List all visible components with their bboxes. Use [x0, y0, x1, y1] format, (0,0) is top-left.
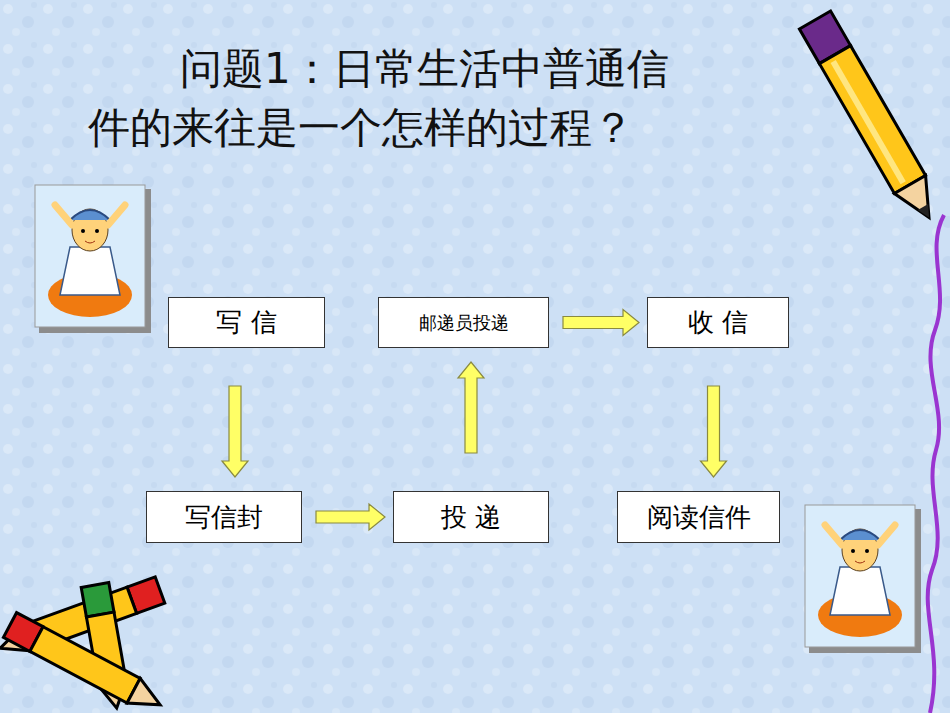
- pencil: [799, 11, 944, 226]
- block-arrow: [563, 310, 639, 336]
- title: 问题1：日常生活中普通信件的来往是一个怎样的过程？: [88, 40, 688, 158]
- block-arrow: [316, 504, 385, 530]
- box-label: 阅读信件: [647, 500, 751, 535]
- box-label: 邮递员投递: [419, 311, 509, 335]
- pencil: [3, 613, 166, 713]
- cartoon-figure: [805, 505, 921, 653]
- process-box: 邮递员投递: [378, 297, 549, 348]
- process-box: 收 信: [647, 297, 789, 348]
- process-box: 写信封: [146, 491, 302, 543]
- process-box: 写 信: [168, 297, 325, 348]
- box-label: 收 信: [688, 305, 748, 340]
- cartoon-figure: [35, 185, 151, 333]
- block-arrow: [458, 362, 484, 453]
- box-label: 写信封: [185, 500, 263, 535]
- block-arrow: [701, 386, 727, 477]
- wavy-ribbon: [928, 215, 944, 713]
- box-label: 写 信: [216, 305, 276, 340]
- process-box: 阅读信件: [617, 491, 780, 543]
- box-label: 投 递: [441, 500, 501, 535]
- process-box: 投 递: [393, 491, 549, 543]
- block-arrow: [222, 386, 248, 477]
